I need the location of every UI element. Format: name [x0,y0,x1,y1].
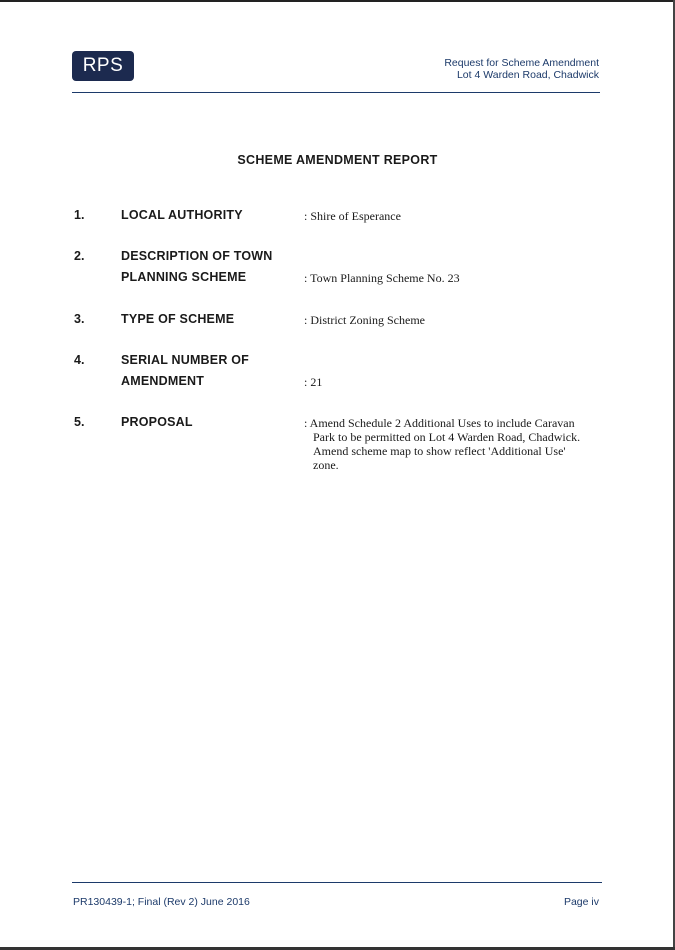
header-title: Request for Scheme Amendment Lot 4 Warde… [444,57,599,81]
item-1-label: LOCAL AUTHORITY [121,208,243,222]
item-4-value: : 21 [304,375,323,389]
page-edge-bottom [0,947,675,950]
item-5-value-line2: Park to be permitted on Lot 4 Warden Roa… [313,430,581,444]
page-edge-right [673,0,675,950]
item-2-number: 2. [74,249,85,263]
item-3-number: 3. [74,312,85,326]
item-2-value: : Town Planning Scheme No. 23 [304,271,460,285]
item-4-label-line2: AMENDMENT [121,374,205,388]
item-5-label: PROPOSAL [121,415,193,429]
header-title-line1: Request for Scheme Amendment [444,57,599,69]
rps-logo: RPS [72,51,134,81]
item-4-number: 4. [74,353,85,367]
page-edge-top [0,0,675,2]
item-5-number: 5. [74,415,85,429]
header-divider [72,92,600,93]
item-5-value-line4: zone. [313,458,339,472]
item-2-label-line1: DESCRIPTION OF TOWN [121,249,273,263]
item-4-label-line1: SERIAL NUMBER OF [121,353,249,367]
item-1-number: 1. [74,208,85,222]
report-title: SCHEME AMENDMENT REPORT [237,153,438,167]
item-5-value: : Amend Schedule 2 Additional Uses to in… [304,416,600,472]
item-3-value: : District Zoning Scheme [304,313,425,327]
item-5-value-line3: Amend scheme map to show reflect 'Additi… [313,444,566,458]
item-5-value-line1: : Amend Schedule 2 Additional Uses to in… [304,416,575,430]
item-1-value: : Shire of Esperance [304,209,401,223]
footer-doc-ref: PR130439-1; Final (Rev 2) June 2016 [73,896,250,908]
footer-page-label: Page iv [563,896,599,908]
logo-text: RPS [82,55,124,76]
item-2-label-line2: PLANNING SCHEME [121,270,247,284]
footer-divider [72,882,602,883]
item-3-label: TYPE OF SCHEME [121,312,235,326]
header-title-line2: Lot 4 Warden Road, Chadwick [456,69,599,81]
